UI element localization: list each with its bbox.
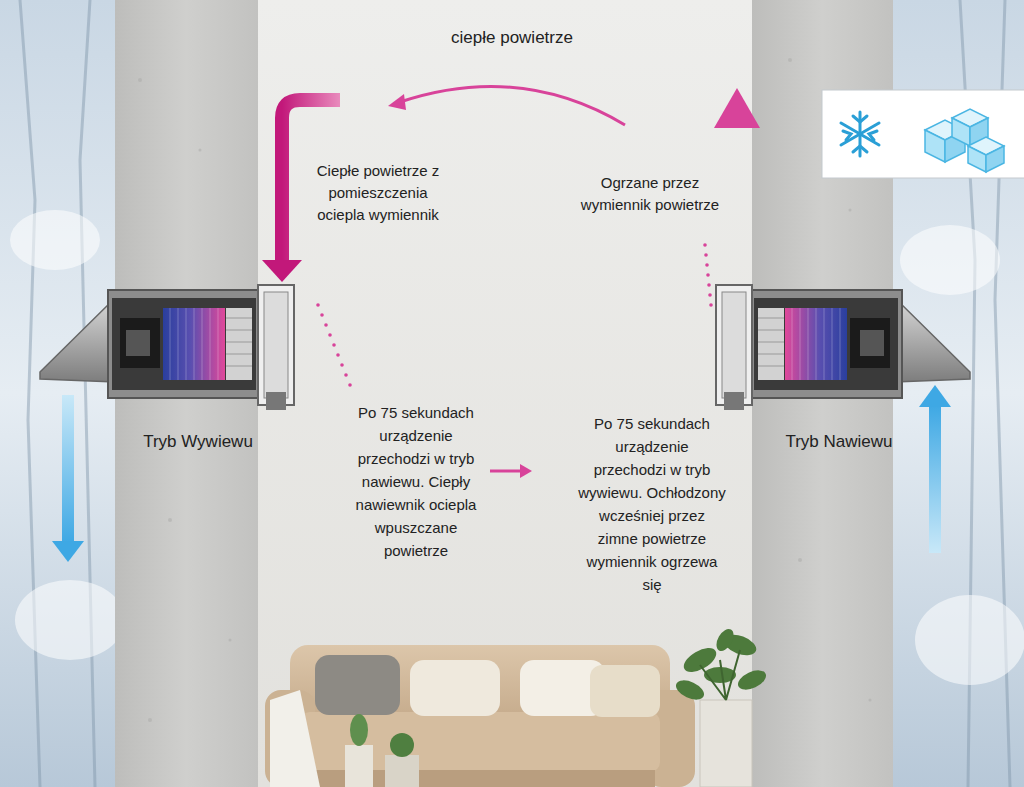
- sofa: [265, 645, 695, 787]
- ventilation-unit: [716, 285, 970, 410]
- room-wall: [258, 0, 752, 787]
- dotted-airflow: [316, 243, 713, 387]
- note-text: Po 75 sekundach urządzenie przechodzi w …: [346, 401, 486, 562]
- winter-trees: [20, 0, 1010, 787]
- cactus-pots: [345, 714, 419, 787]
- ice-cubes-icon: [925, 109, 1004, 172]
- cold-air-arrows: [52, 385, 951, 562]
- mode-label: Tryb Nawiewu: [769, 430, 909, 454]
- snowflake-icon: [841, 112, 879, 156]
- house-plant: [673, 626, 769, 787]
- note-text: Ogrzane przez wymiennik powietrze: [575, 172, 725, 216]
- note-text: Po 75 sekundach urządzenie przechodzi w …: [577, 412, 727, 596]
- mode-label: Tryb Wywiewu: [128, 430, 268, 454]
- flow-label: ciepłe powietrze: [382, 26, 642, 50]
- note-text: Ciepłe powietrze z pomieszczenia ociepla…: [303, 160, 453, 226]
- cold-icons: [822, 90, 1024, 178]
